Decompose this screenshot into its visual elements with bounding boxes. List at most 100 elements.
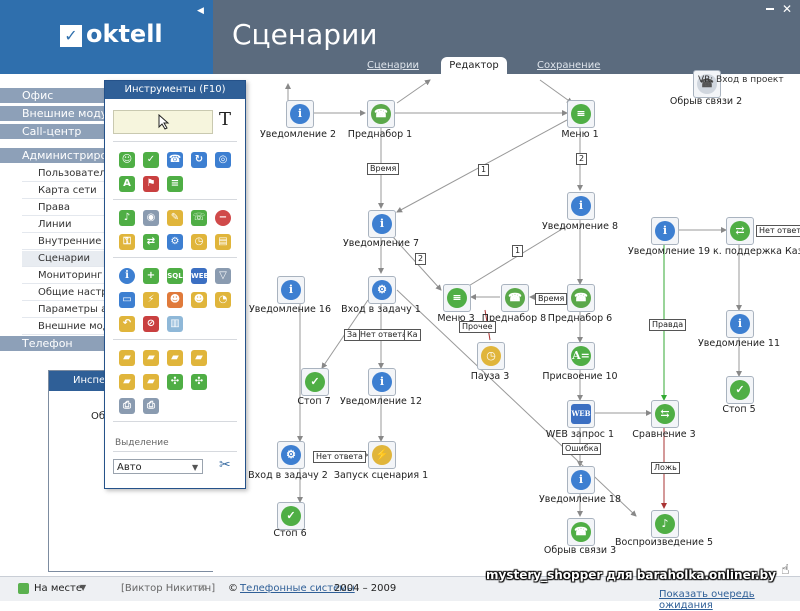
edge-label: 2 <box>415 253 427 265</box>
note-icon[interactable]: ▤ <box>215 234 231 250</box>
puzzle-remove-icon[interactable]: ✣ <box>191 374 207 390</box>
edge-label: Ложь <box>651 462 680 474</box>
node-label: Преднабор 1 <box>347 129 413 140</box>
node-notify-16[interactable]: i <box>277 276 305 304</box>
copyright-sign: © <box>228 583 238 594</box>
node-playback-5[interactable]: ♪ <box>651 510 679 538</box>
node-predial-8[interactable]: ☎ <box>501 284 529 312</box>
minimize-icon[interactable] <box>766 8 774 10</box>
transfer-icon[interactable]: ⇄ <box>143 234 159 250</box>
node-notify-2[interactable]: i <box>286 100 314 128</box>
pencil-icon[interactable]: ✎ <box>167 210 183 226</box>
redial-icon[interactable]: ↻ <box>191 152 207 168</box>
check-icon[interactable]: ✓ <box>143 152 159 168</box>
flag-icon[interactable]: ⚑ <box>143 176 159 192</box>
globe-icon[interactable]: ◎ <box>215 152 231 168</box>
node-notify-18[interactable]: i <box>567 466 595 494</box>
people-icon[interactable]: ☻ <box>167 292 183 308</box>
node-task-entry-1[interactable]: ⚙ <box>368 276 396 304</box>
scenario-canvas[interactable] <box>213 74 800 576</box>
node-hangup-3[interactable]: ☎ <box>567 518 595 546</box>
node-stop-7[interactable]: ✓ <box>301 368 329 396</box>
vr-text: VR: Вход в проект <box>698 75 784 85</box>
gear-icon[interactable]: ⚙ <box>167 234 183 250</box>
sql-icon[interactable]: SQL <box>167 268 183 284</box>
puzzle-icon[interactable]: ✣ <box>167 374 183 390</box>
pointer-tool[interactable] <box>113 110 213 134</box>
printer-icon[interactable]: ⎙ <box>119 398 135 414</box>
return-icon[interactable]: ↶ <box>119 316 135 332</box>
node-notify-19[interactable]: i <box>651 217 679 245</box>
lightning-icon[interactable]: ⚡ <box>143 292 159 308</box>
info-icon[interactable]: i <box>119 268 135 284</box>
group-icon[interactable]: ☻ <box>191 292 207 308</box>
tools-settings-icon[interactable]: ✂ <box>219 457 231 473</box>
text-tool-icon[interactable]: T <box>219 109 232 130</box>
folder-icon[interactable]: ▰ <box>119 350 135 366</box>
node-support[interactable]: ⇄ <box>726 217 754 245</box>
music-note-icon[interactable]: ♪ <box>119 210 135 226</box>
edge <box>539 79 573 104</box>
node-menu-1[interactable]: ≡ <box>567 100 595 128</box>
speaker-icon[interactable]: ◉ <box>143 210 159 226</box>
copyright-years: 2004 – 2009 <box>334 583 397 594</box>
node-stop-5[interactable]: ✓ <box>726 376 754 404</box>
node-compare-3[interactable]: ⇆ <box>651 400 679 428</box>
trash-icon[interactable]: ▥ <box>167 316 183 332</box>
show-queue-link[interactable]: Показать очередь ожидания <box>659 589 755 611</box>
filter-icon[interactable]: ▽ <box>215 268 231 284</box>
brand-logo: oktell <box>86 20 163 48</box>
folder-delete-icon[interactable]: ▰ <box>191 350 207 366</box>
collapse-left-icon[interactable]: ◀ <box>197 6 204 16</box>
tab-editor[interactable]: Редактор <box>441 57 507 74</box>
tools-panel[interactable]: Инструменты (F10) T ☺ ✓ ☎ ↻ ◎ A ⚑ ≡ ♪ ◉ … <box>104 80 246 489</box>
node-predial-1[interactable]: ☎ <box>367 100 395 128</box>
web-icon[interactable]: WEB <box>191 268 209 284</box>
document-icon[interactable]: ▭ <box>119 292 135 308</box>
node-assign-10[interactable]: A= <box>567 342 595 370</box>
assign-icon: A= <box>571 346 591 366</box>
node-notify-11[interactable]: i <box>726 310 754 338</box>
company-link[interactable]: Телефонные системы <box>240 583 355 594</box>
timer-icon[interactable]: ◔ <box>215 292 231 308</box>
dial-icon[interactable]: ☏ <box>191 210 207 226</box>
menu-icon[interactable]: ≡ <box>167 176 183 192</box>
phone-icon[interactable]: ☎ <box>167 152 183 168</box>
tools-panel-title[interactable]: Инструменты (F10) <box>105 81 245 99</box>
disconnect-icon[interactable]: ⊘ <box>143 316 159 332</box>
folder-add-icon[interactable]: ▰ <box>167 350 183 366</box>
node-hangup-2[interactable]: ☎ <box>693 70 721 98</box>
gear-icon: ⚙ <box>281 445 301 465</box>
clock-icon[interactable]: ◷ <box>191 234 207 250</box>
node-label: Запуск сценария 1 <box>333 470 429 481</box>
tab-scenarios[interactable]: Сценарии <box>367 60 419 71</box>
node-notify-12[interactable]: i <box>368 368 396 396</box>
current-user: [Виктор Никитин] <box>121 583 216 594</box>
add-icon[interactable]: + <box>143 268 159 284</box>
compare-icon: ⇆ <box>655 404 675 424</box>
assign-icon[interactable]: A <box>119 176 135 192</box>
tab-save[interactable]: Сохранение <box>537 60 601 71</box>
folder-copy-icon[interactable]: ▰ <box>143 374 159 390</box>
chevron-down-icon[interactable]: ▼ <box>80 583 87 592</box>
folder-open-icon[interactable]: ▰ <box>143 350 159 366</box>
selection-dropdown[interactable]: Авто ▼ <box>113 459 203 474</box>
folder-edit-icon[interactable]: ▰ <box>119 374 135 390</box>
node-notify-8[interactable]: i <box>567 192 595 220</box>
node-pause-3[interactable]: ◷ <box>477 342 505 370</box>
node-menu-3[interactable]: ≡ <box>443 284 471 312</box>
lock-icon[interactable]: ⚿ <box>119 234 135 250</box>
node-stop-6[interactable]: ✓ <box>277 502 305 530</box>
node-web-request-1[interactable]: WEB <box>567 400 595 428</box>
stop-icon[interactable]: − <box>215 210 231 226</box>
presence-status[interactable]: На месте <box>34 583 82 594</box>
users-icon[interactable]: ☺ <box>119 152 135 168</box>
node-run-script-1[interactable]: ⚡ <box>368 441 396 469</box>
fax-icon[interactable]: ⎙ <box>143 398 159 414</box>
node-task-entry-2[interactable]: ⚙ <box>277 441 305 469</box>
node-notify-7[interactable]: i <box>368 210 396 238</box>
node-predial-6[interactable]: ☎ <box>567 284 595 312</box>
mail-icon[interactable]: ✉ <box>198 583 207 594</box>
close-icon[interactable]: ✕ <box>782 2 793 16</box>
